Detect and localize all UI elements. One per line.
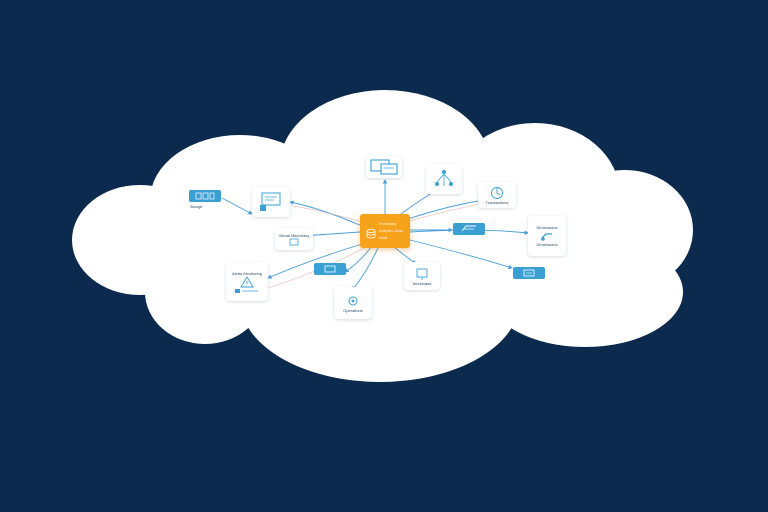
settings-icon <box>348 296 358 305</box>
node-workloads[interactable]: Workloads <box>404 262 440 290</box>
connector-hub-n8 <box>409 239 513 270</box>
warning-icon <box>240 275 254 287</box>
node-services-label: Virtual Machinery <box>278 232 310 238</box>
node-data[interactable] <box>314 263 346 275</box>
node-transactions-label: Transactions <box>485 199 509 205</box>
connector-hub-n14 <box>289 200 363 227</box>
hub-line-2: Analytics Cloud <box>379 229 404 233</box>
connector-hub-n12 <box>267 243 363 279</box>
node-operations[interactable]: Operations <box>334 287 372 319</box>
network-nodes-icon <box>435 170 453 186</box>
desktop-icon <box>416 268 428 280</box>
connector-hub-n9 <box>394 247 417 265</box>
connector-hub-n5 <box>404 198 486 221</box>
app-stack-icon <box>461 225 476 232</box>
node-server[interactable] <box>513 267 545 279</box>
link-icon <box>541 233 552 241</box>
node-dimensions-label: Dimensions <box>536 242 558 247</box>
hub-line-1: Processing <box>379 222 397 226</box>
server-icon <box>523 269 535 277</box>
node-dashboard[interactable] <box>252 187 290 217</box>
node-workloads-label: Workloads <box>412 280 432 286</box>
node-dimensions[interactable]: Dimensions Dimensions <box>528 216 566 256</box>
node-virtual-machinery[interactable] <box>366 156 402 178</box>
monitor-icon <box>289 238 299 245</box>
hub-line-3: Node <box>379 236 388 240</box>
node-services[interactable]: Virtual Machinery <box>275 228 313 250</box>
database-icon <box>366 229 376 239</box>
node-storage[interactable] <box>189 190 221 202</box>
node-storage-label: Storage <box>190 205 203 209</box>
node-monitor[interactable] <box>426 164 462 194</box>
chart-icon <box>324 265 336 273</box>
connector-n1-n2 <box>221 197 253 215</box>
app-grid-icon <box>235 288 258 293</box>
node-alerts-label: Alerts Monitoring <box>231 270 262 276</box>
node-dimensions-top: Dimensions <box>536 225 558 230</box>
node-transactions[interactable]: Transactions <box>478 182 516 208</box>
dashboard-icon <box>260 192 281 211</box>
globe-icon <box>491 186 503 199</box>
node-app-stack[interactable] <box>453 223 485 235</box>
node-operations-label: Operations <box>343 307 363 313</box>
server-rack-icon <box>195 192 215 200</box>
node-alerts[interactable]: Alerts Monitoring <box>226 263 268 301</box>
hub-node[interactable]: Processing Analytics Cloud Node <box>360 214 410 248</box>
window-icon <box>370 159 398 175</box>
connector-hub-n11 <box>344 245 373 273</box>
